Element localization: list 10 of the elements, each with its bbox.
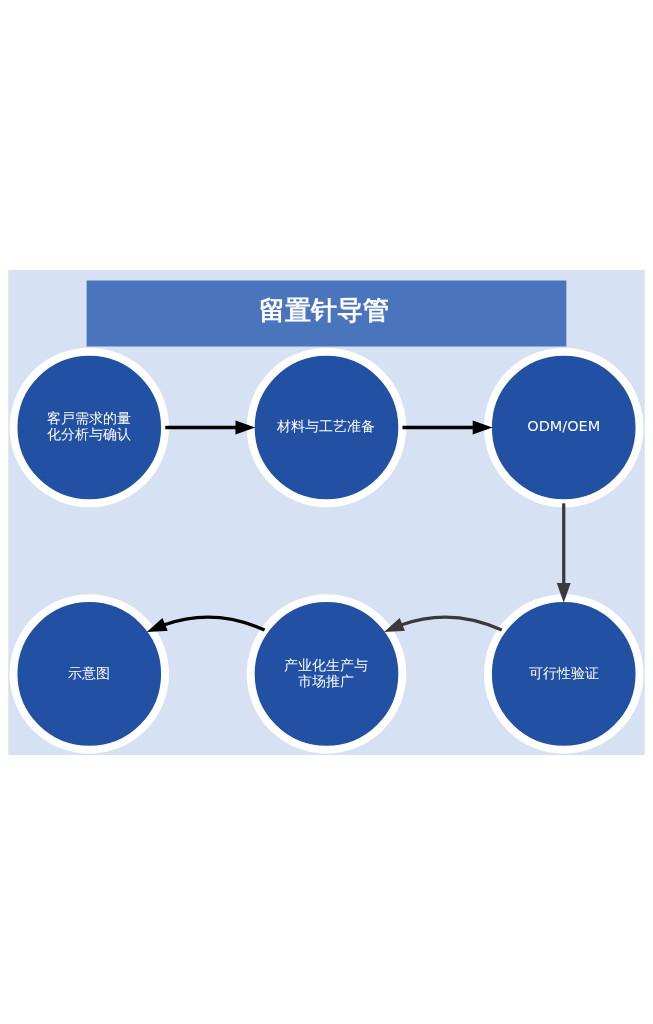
arrow [556, 502, 571, 603]
node-circle: 客戸需求的量化分析与确认 [9, 347, 169, 507]
diagram-title: 留置针导管 [259, 294, 390, 325]
arrow [146, 615, 266, 632]
arrow [165, 420, 256, 434]
arrow [383, 615, 503, 632]
node-circle: 材料与工艺准备 [246, 347, 407, 507]
arrow [402, 420, 493, 434]
node-circle: 可行性验证 [484, 593, 644, 754]
node-circle: ODM/OEM [484, 347, 644, 507]
